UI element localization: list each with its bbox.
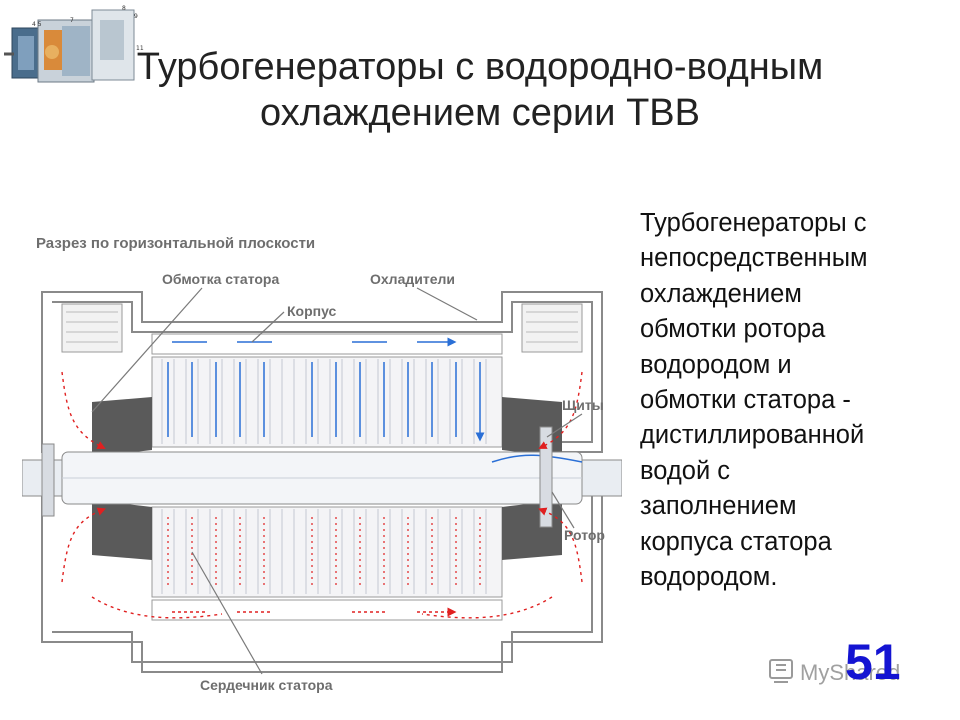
coolers-right <box>521 303 583 353</box>
label-rotor: Ротор <box>564 527 605 543</box>
description-line: корпуса статора <box>640 527 832 556</box>
slide-number: 51 <box>845 634 901 690</box>
rotor-shaft <box>22 451 622 505</box>
description-line: охлаждением <box>640 279 802 308</box>
description-line: водородом. <box>640 563 778 592</box>
svg-text:7: 7 <box>70 17 74 24</box>
watermark-text: MyShared <box>800 660 900 685</box>
description-line: дистиллированной <box>640 421 865 450</box>
slide-title: Турбогенераторы с водородно-водным охлаж… <box>60 44 900 136</box>
label-coolers: Охладители <box>370 271 455 287</box>
shields <box>41 426 553 528</box>
stator-end-windings <box>92 397 562 560</box>
stator-core-upper <box>151 356 503 448</box>
coolers-left <box>61 303 123 353</box>
label-shields: Щиты <box>562 397 604 413</box>
leader-lines <box>91 287 583 675</box>
generator-logo: 4 5 7 8 9 11 <box>4 5 144 83</box>
title-line-2: охлаждением серии ТВВ <box>260 92 700 134</box>
description-line: водой с <box>640 456 731 485</box>
watermark-logo: MyShared <box>769 659 900 685</box>
svg-text:4 5: 4 5 <box>32 21 42 28</box>
svg-text:8: 8 <box>122 5 126 12</box>
description-line: водородом и <box>640 350 792 379</box>
description-line: обмотки ротора <box>640 315 826 344</box>
turbogenerator-section-diagram: Разрез по горизонтальной плоскости <box>22 235 622 693</box>
svg-text:9: 9 <box>134 13 138 20</box>
hydrogen-flow <box>61 371 583 619</box>
svg-text:11: 11 <box>136 45 144 52</box>
description-line: Турбогенераторы с <box>640 209 867 237</box>
label-housing: Корпус <box>287 303 337 319</box>
title-line-1: Турбогенераторы с водородно-водным <box>136 46 824 88</box>
label-stator-winding: Обмотка статора <box>162 271 279 287</box>
label-stator-core: Сердечник статора <box>200 677 333 693</box>
description-text: Турбогенераторы с непосредственным охлаж… <box>640 206 930 595</box>
diagram-caption: Разрез по горизонтальной плоскости <box>36 235 315 252</box>
description-line: непосредственным <box>640 244 868 273</box>
description-line: обмотки статора - <box>640 386 851 415</box>
description-line: заполнением <box>640 492 797 521</box>
cooling-channels <box>151 333 503 621</box>
stator-core-lower <box>151 506 503 598</box>
